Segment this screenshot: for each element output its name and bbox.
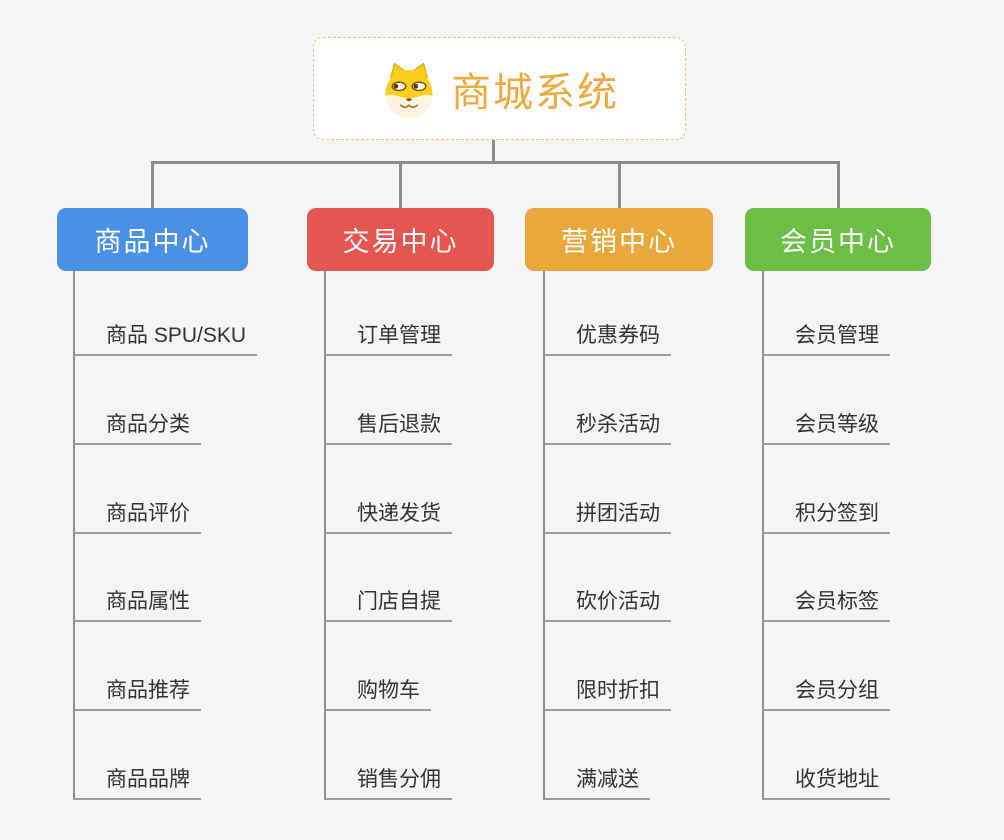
root-node[interactable]: 商城系统 [313,37,686,140]
branch-box-3[interactable]: 会员中心 [745,208,931,271]
leaf-node-2-2[interactable]: 拼团活动 [543,492,671,534]
branch-box-0[interactable]: 商品中心 [57,208,248,271]
root-stem-line [492,140,495,164]
leaf-node-2-5[interactable]: 满减送 [543,758,650,800]
leaf-node-0-4[interactable]: 商品推荐 [73,669,201,711]
doge-face-icon [380,59,438,119]
leaf-node-1-2[interactable]: 快递发货 [324,492,452,534]
branch-drop-line-3 [836,161,840,208]
leaf-node-3-3[interactable]: 会员标签 [762,580,890,622]
leaf-node-1-0[interactable]: 订单管理 [324,314,452,356]
leaf-node-2-0[interactable]: 优惠券码 [543,314,671,356]
leaf-node-2-1[interactable]: 秒杀活动 [543,403,671,445]
branch-trunk-line-3 [762,271,764,800]
leaf-node-0-5[interactable]: 商品品牌 [73,758,201,800]
leaf-node-1-5[interactable]: 销售分佣 [324,758,452,800]
branch-drop-line-0 [151,161,154,208]
branch-drop-line-2 [617,161,621,208]
leaf-node-3-5[interactable]: 收货地址 [762,758,890,800]
leaf-node-0-3[interactable]: 商品属性 [73,580,201,622]
leaf-node-3-0[interactable]: 会员管理 [762,314,890,356]
bus-line [151,161,840,164]
leaf-node-0-1[interactable]: 商品分类 [73,403,201,445]
leaf-node-2-3[interactable]: 砍价活动 [543,580,671,622]
branch-box-2[interactable]: 营销中心 [525,208,713,271]
root-title: 商城系统 [451,70,619,115]
branch-trunk-line-1 [324,271,326,800]
branch-trunk-line-2 [543,271,545,800]
leaf-node-0-0[interactable]: 商品 SPU/SKU [73,314,258,356]
leaf-node-1-3[interactable]: 门店自提 [324,580,452,622]
branch-trunk-line-0 [73,271,75,800]
leaf-node-3-1[interactable]: 会员等级 [762,403,890,445]
branch-drop-line-1 [399,161,402,208]
leaf-node-2-4[interactable]: 限时折扣 [543,669,671,711]
leaf-node-3-4[interactable]: 会员分组 [762,669,890,711]
leaf-node-1-4[interactable]: 购物车 [324,669,431,711]
leaf-node-1-1[interactable]: 售后退款 [324,403,452,445]
branch-box-1[interactable]: 交易中心 [307,208,494,271]
leaf-node-3-2[interactable]: 积分签到 [762,492,890,534]
leaf-node-0-2[interactable]: 商品评价 [73,492,201,534]
